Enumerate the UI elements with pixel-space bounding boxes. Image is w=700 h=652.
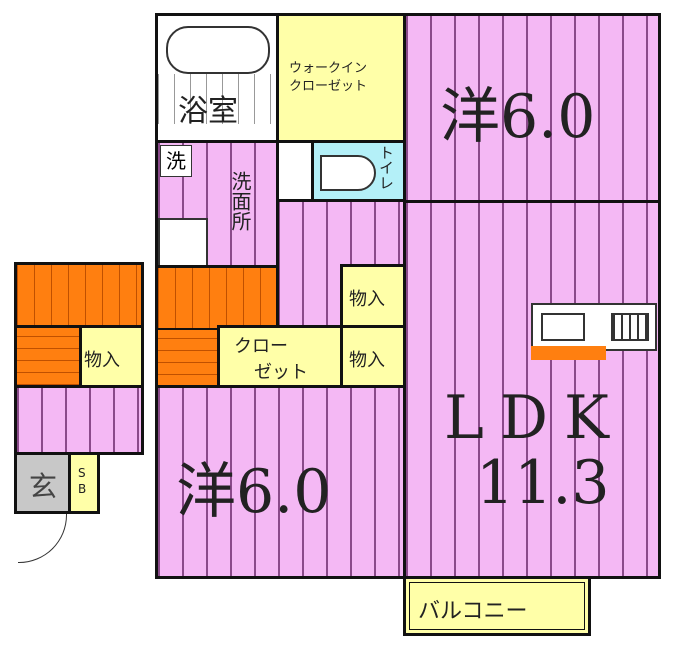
washing-machine-icon: 洗 [160, 145, 192, 177]
western-room-upper: 洋6.0 [403, 13, 661, 203]
bathroom: 浴室 [155, 13, 279, 143]
washroom: 洗 洗面所 [155, 140, 279, 270]
shoe-box-label: SB [78, 466, 87, 496]
bathroom-label: 浴室 [178, 94, 238, 129]
storage-left: 物入 [79, 325, 144, 388]
western-room-upper-label: 洋6.0 [440, 82, 596, 152]
entrance: 玄 [14, 452, 71, 514]
walk-in-closet: ウォークイン クローゼット [276, 13, 406, 143]
ldk-size-label: 11.3 [476, 448, 610, 518]
washroom-label: 洗面所 [228, 171, 252, 231]
entrance-label: 玄 [29, 470, 58, 503]
storage-1-label: 物入 [349, 289, 385, 310]
storage-2: 物入 [340, 325, 406, 388]
closet-label-line1: クロー [234, 336, 288, 357]
entry-staircase-lower [14, 325, 82, 388]
western-room-lower-label: 洋6.0 [176, 457, 332, 527]
walk-in-closet-label: ウォークイン クローゼット [289, 61, 368, 94]
sink-icon [158, 218, 208, 270]
ldk-label: LDK [444, 383, 625, 453]
stove-icon [611, 313, 649, 341]
balcony: バルコニー [403, 576, 591, 636]
toilet-icon [320, 155, 376, 191]
ldk: LDK 11.3 [403, 200, 661, 579]
storage-2-label: 物入 [349, 350, 385, 371]
storage-left-label: 物入 [84, 350, 120, 371]
washer-label: 洗 [166, 149, 186, 173]
bathtub-icon [166, 26, 270, 74]
entrance-door-swing [18, 514, 67, 563]
kitchen-counter [531, 303, 657, 351]
closet-label-line2: ゼット [254, 362, 308, 383]
western-room-lower: 洋6.0 [155, 385, 406, 579]
entry-staircase-upper [14, 262, 144, 328]
toilet: トイレ [311, 140, 406, 202]
toilet-label: トイレ [377, 145, 395, 190]
storage-1: 物入 [340, 264, 406, 328]
kitchen-cabinet [531, 346, 606, 360]
shoe-box: SB [68, 452, 100, 514]
toilet-storage [276, 140, 314, 202]
kitchen-sink-icon [541, 313, 585, 341]
balcony-label: バルコニー [418, 599, 528, 624]
closet: クロー ゼット [217, 325, 343, 388]
